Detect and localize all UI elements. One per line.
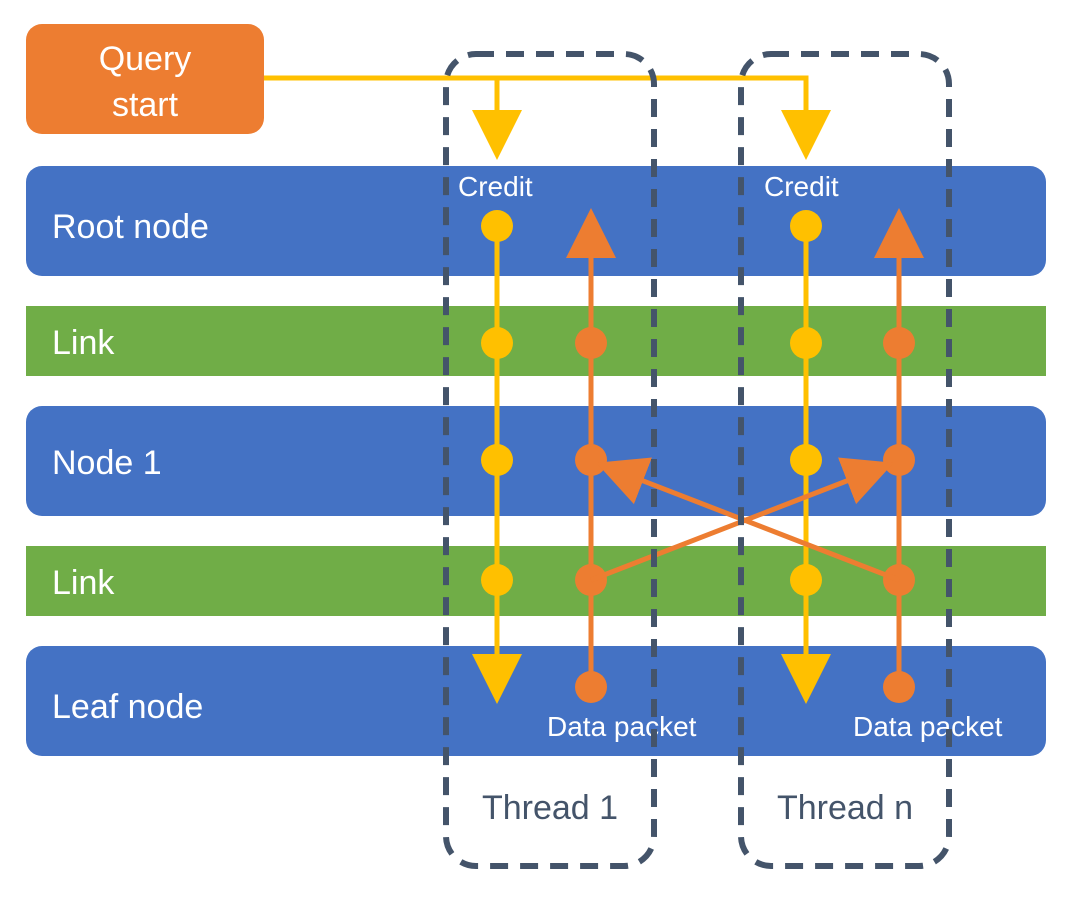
thread-1-group: Thread 1 xyxy=(443,51,657,869)
thread-n-data-link-dot xyxy=(883,327,915,359)
thread-1-credit-flow xyxy=(472,210,522,704)
thread-1-data-link-dot xyxy=(575,327,607,359)
layer-link-2-label: Link xyxy=(52,564,115,602)
thread-n-credit-lower-link-dot xyxy=(790,564,822,596)
thread-n-credit-link-dot xyxy=(790,327,822,359)
layer-link-1: Link xyxy=(26,306,1046,376)
thread-1-credit-lower-link-dot xyxy=(481,564,513,596)
query-start-box: Query start xyxy=(26,24,264,134)
thread-n-credit-flow xyxy=(781,210,831,704)
query-start-line2: start xyxy=(112,86,179,124)
data-packet-label-thread-1: Data packet xyxy=(547,711,697,742)
thread-n-data-packet-dot xyxy=(883,671,915,703)
layer-link-1-label: Link xyxy=(52,324,115,362)
thread-1-credit-root-dot xyxy=(481,210,513,242)
credit-label-thread-1: Credit xyxy=(458,171,533,202)
layer-node-1-label: Node 1 xyxy=(52,444,162,482)
thread-1-credit-link-dot xyxy=(481,327,513,359)
query-start-line1: Query xyxy=(99,40,192,78)
thread-1-data-packet-dot xyxy=(575,671,607,703)
layer-link-2: Link xyxy=(26,546,1046,616)
thread-n-credit-node-dot xyxy=(790,444,822,476)
layer-leaf-node-label: Leaf node xyxy=(52,688,203,726)
data-packet-label-thread-n: Data packet xyxy=(853,711,1003,742)
thread-n-data-node-dot xyxy=(883,444,915,476)
thread-1-credit-node-dot xyxy=(481,444,513,476)
query-start-arrows xyxy=(264,75,831,160)
thread-n-credit-root-dot xyxy=(790,210,822,242)
credit-label-thread-n: Credit xyxy=(764,171,839,202)
thread-1-data-node-dot xyxy=(575,444,607,476)
layer-root-node: Root node xyxy=(26,166,1046,276)
cross-thread-data-arrows xyxy=(590,457,900,583)
thread-n-label: Thread n xyxy=(777,789,913,827)
thread-1-label: Thread 1 xyxy=(482,789,618,827)
thread-1-data-flow xyxy=(566,208,616,703)
thread-n-group: Thread n xyxy=(738,51,952,869)
layer-node-1: Node 1 xyxy=(26,406,1046,516)
thread-n-data-flow xyxy=(874,208,924,703)
layer-root-node-label: Root node xyxy=(52,208,209,246)
